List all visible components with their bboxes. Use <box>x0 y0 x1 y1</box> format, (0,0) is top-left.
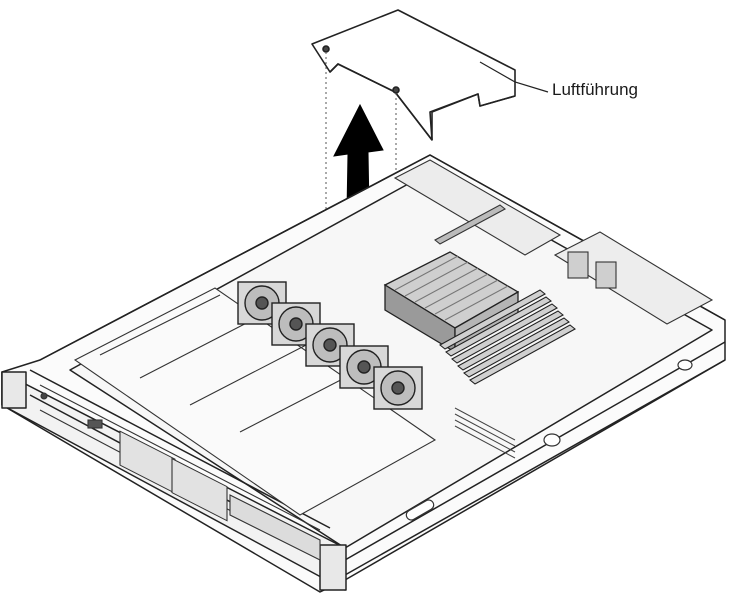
air-baffle <box>311 9 516 141</box>
vent-grille <box>454 407 516 459</box>
fan-row <box>237 281 423 410</box>
drive-area-cover <box>73 287 437 516</box>
memory-slots <box>439 289 576 385</box>
air-baffle-label: Luftführung <box>552 80 639 99</box>
callout-leader-line <box>479 61 549 93</box>
front-bezel <box>39 384 321 561</box>
power-supply-area <box>553 231 714 325</box>
pci-riser-area <box>393 159 562 256</box>
fan-5 <box>373 366 423 410</box>
side-wall-holes <box>405 359 693 521</box>
